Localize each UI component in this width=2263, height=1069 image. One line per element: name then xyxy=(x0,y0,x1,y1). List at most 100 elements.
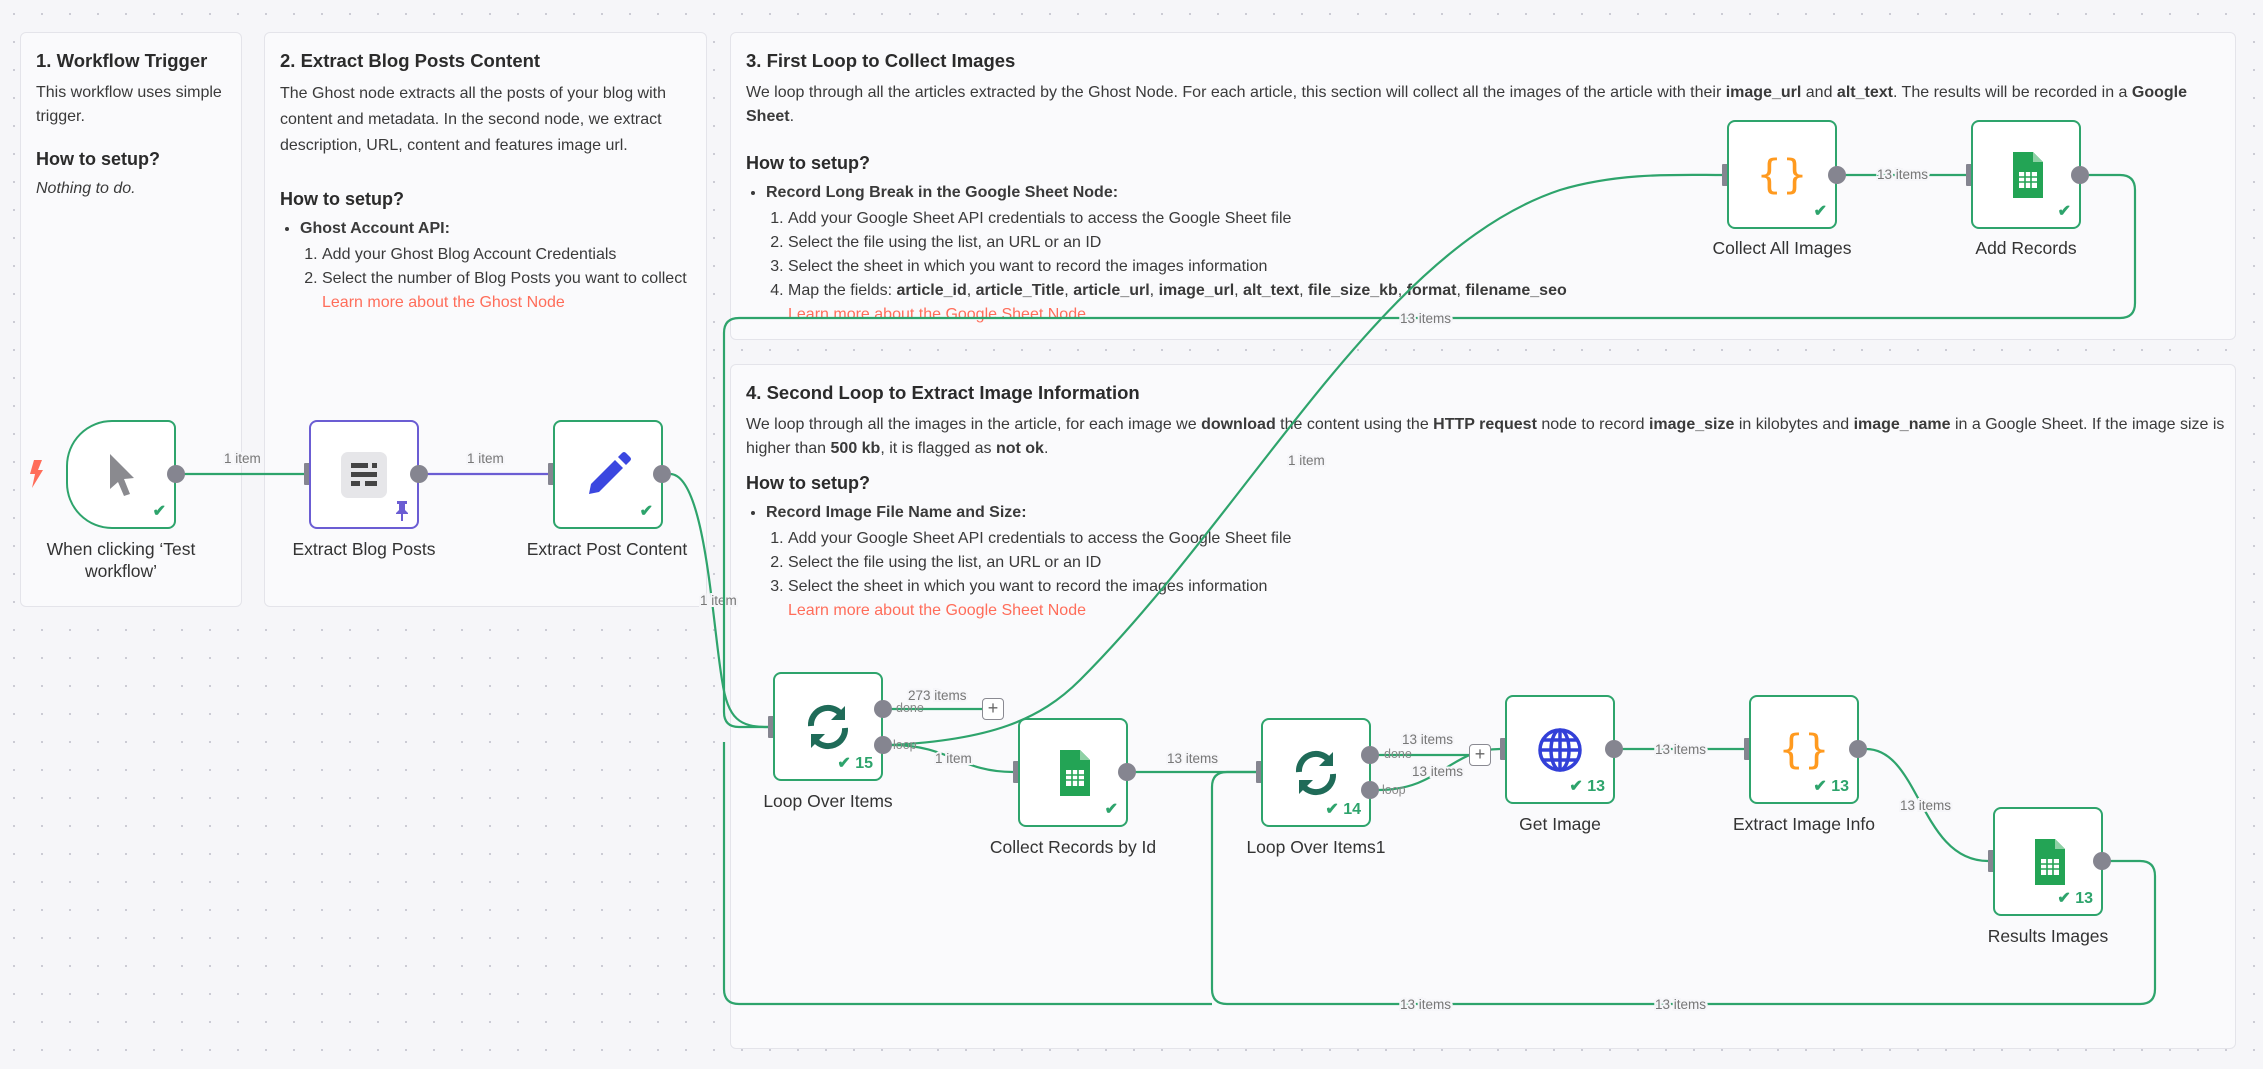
edge-add-back-to-loop[interactable] xyxy=(722,173,2137,729)
input-handle[interactable] xyxy=(1722,164,1730,186)
node-label: Extract Image Info xyxy=(1732,814,1875,834)
edge-post-to-loop[interactable] xyxy=(669,472,769,729)
loop-refresh-icon xyxy=(807,704,849,749)
edge-loop-to-byid[interactable] xyxy=(890,743,1014,774)
success-count: ✔ 13 xyxy=(2057,890,2093,907)
add-node-button[interactable]: + xyxy=(1469,744,1491,766)
output-handle-done[interactable] xyxy=(1361,746,1379,764)
note-title: 2. Extract Blog Posts Content xyxy=(280,50,541,71)
success-count: ✔ 13 xyxy=(1813,778,1849,795)
node-collect-records-by-id[interactable]: ✔ xyxy=(1018,718,1128,827)
text-segment: We loop through all the articles extract… xyxy=(746,84,1726,101)
output-handle[interactable] xyxy=(410,465,428,483)
input-handle[interactable] xyxy=(1500,738,1508,760)
input-handle[interactable] xyxy=(1988,850,1996,872)
add-node-button[interactable]: + xyxy=(982,698,1004,720)
bold-text: filename_seo xyxy=(1465,282,1567,299)
input-handle[interactable] xyxy=(548,463,556,485)
node-add-records[interactable]: ✔ xyxy=(1971,120,2081,229)
edge-loop-to-collect-images[interactable] xyxy=(890,173,1723,747)
code-braces-icon: {} xyxy=(1779,727,1830,773)
text-segment: , xyxy=(1299,282,1308,299)
text-segment: . xyxy=(1043,440,1049,457)
output-handle[interactable] xyxy=(2071,166,2089,184)
success-check-icon: ✔ xyxy=(639,503,653,520)
edge-label: 13 items xyxy=(1167,751,1218,766)
pencil-icon xyxy=(589,451,631,494)
input-handle[interactable] xyxy=(768,716,776,738)
output-handle[interactable] xyxy=(167,465,185,483)
output-handle-loop[interactable] xyxy=(1361,781,1379,799)
trigger-lightning-icon xyxy=(30,460,43,488)
bold-text: 500 kb xyxy=(830,440,881,457)
text-segment: in kilobytes and xyxy=(1734,416,1854,433)
input-handle[interactable] xyxy=(1013,761,1021,783)
edge-results-back-to-loop1[interactable] xyxy=(1210,770,2157,1006)
node-extract-image-info[interactable]: {} ✔ 13 xyxy=(1749,695,1859,804)
pin-icon xyxy=(396,501,408,521)
note-howto: How to setup? xyxy=(280,189,404,209)
text-segment: , xyxy=(1234,282,1244,299)
edge-label: 1 item xyxy=(935,751,972,766)
success-check-icon: ✔ xyxy=(1813,203,1827,220)
text-segment: We loop through all the images in the ar… xyxy=(746,416,1202,433)
sticky-note-second-loop[interactable]: 4. Second Loop to Extract Image Informat… xyxy=(730,364,2236,1049)
edge-label: 13 items xyxy=(1402,732,1453,747)
node-label: When clicking ‘Test workflow’ xyxy=(46,539,196,581)
node-when-clicking-test-workflow[interactable]: ✔ xyxy=(66,420,176,529)
edge-label: 273 items xyxy=(908,688,967,703)
edge-results-back-to-loop[interactable] xyxy=(722,742,1212,1006)
node-results-images[interactable]: ✔ 13 xyxy=(1993,807,2103,916)
edge-info-to-results[interactable] xyxy=(1865,747,1989,863)
node-collect-all-images[interactable]: {} ✔ xyxy=(1727,120,1837,229)
output-handle-done[interactable] xyxy=(874,700,892,718)
text-segment: the content using the xyxy=(1275,416,1434,433)
input-handle[interactable] xyxy=(304,463,312,485)
success-count: ✔ 13 xyxy=(1569,778,1605,795)
google-sheet-docs-link[interactable]: Learn more about the Google Sheet Node xyxy=(788,602,1086,619)
bold-text: Google Sheet xyxy=(746,84,2187,125)
port-label-done: done xyxy=(1384,747,1412,761)
text-segment: . xyxy=(789,108,795,125)
node-extract-post-content[interactable]: ✔ xyxy=(553,420,663,529)
bullet-text: Record Long Break in the Google Sheet No… xyxy=(766,184,1119,201)
output-handle[interactable] xyxy=(1828,166,1846,184)
bullet-text: Ghost Account API: xyxy=(300,220,450,237)
input-handle[interactable] xyxy=(1256,761,1264,783)
note-nothing: Nothing to do. xyxy=(36,180,136,197)
note-step: Add your Google Sheet API credentials to… xyxy=(788,527,2220,551)
google-sheets-icon xyxy=(2035,838,2065,885)
node-extract-blog-posts[interactable] xyxy=(309,420,419,529)
input-handle[interactable] xyxy=(1744,738,1752,760)
node-get-image[interactable]: ✔ 13 xyxy=(1505,695,1615,804)
output-handle[interactable] xyxy=(653,465,671,483)
google-sheets-icon xyxy=(1060,749,1090,796)
node-loop-over-items1[interactable]: ✔ 14 xyxy=(1261,718,1371,827)
output-handle[interactable] xyxy=(2093,852,2111,870)
text-segment: , xyxy=(1064,282,1074,299)
note-title: 4. Second Loop to Extract Image Informat… xyxy=(746,382,1140,403)
success-check-icon: ✔ xyxy=(1104,801,1118,818)
note-text: We loop through all the images in the ar… xyxy=(746,413,2226,461)
output-handle[interactable] xyxy=(1605,740,1623,758)
node-loop-over-items[interactable]: ✔ 15 xyxy=(773,672,883,781)
note-step: Add your Ghost Blog Account Credentials xyxy=(322,243,691,267)
edge-label: 13 items xyxy=(1655,997,1706,1012)
note-text: The Ghost node extracts all the posts of… xyxy=(280,85,666,154)
edge-label: 1 item xyxy=(700,593,737,608)
port-label-done: done xyxy=(896,701,924,715)
bold-text: article_id xyxy=(896,282,967,299)
step-text: Select the number of Blog Posts you want… xyxy=(322,270,687,287)
edge-label: 1 item xyxy=(467,451,504,466)
text-segment: , xyxy=(1397,282,1407,299)
edge-label: 13 items xyxy=(1877,167,1928,182)
input-handle[interactable] xyxy=(1966,164,1974,186)
ghost-node-docs-link[interactable]: Learn more about the Ghost Node xyxy=(322,294,565,311)
output-handle[interactable] xyxy=(1849,740,1867,758)
node-label: Results Images xyxy=(1987,926,2109,946)
edge-label: 13 items xyxy=(1400,311,1451,326)
note-step: Add your Google Sheet API credentials to… xyxy=(788,207,2220,231)
text-segment: , xyxy=(966,282,976,299)
output-handle[interactable] xyxy=(1118,763,1136,781)
output-handle-loop[interactable] xyxy=(874,736,892,754)
